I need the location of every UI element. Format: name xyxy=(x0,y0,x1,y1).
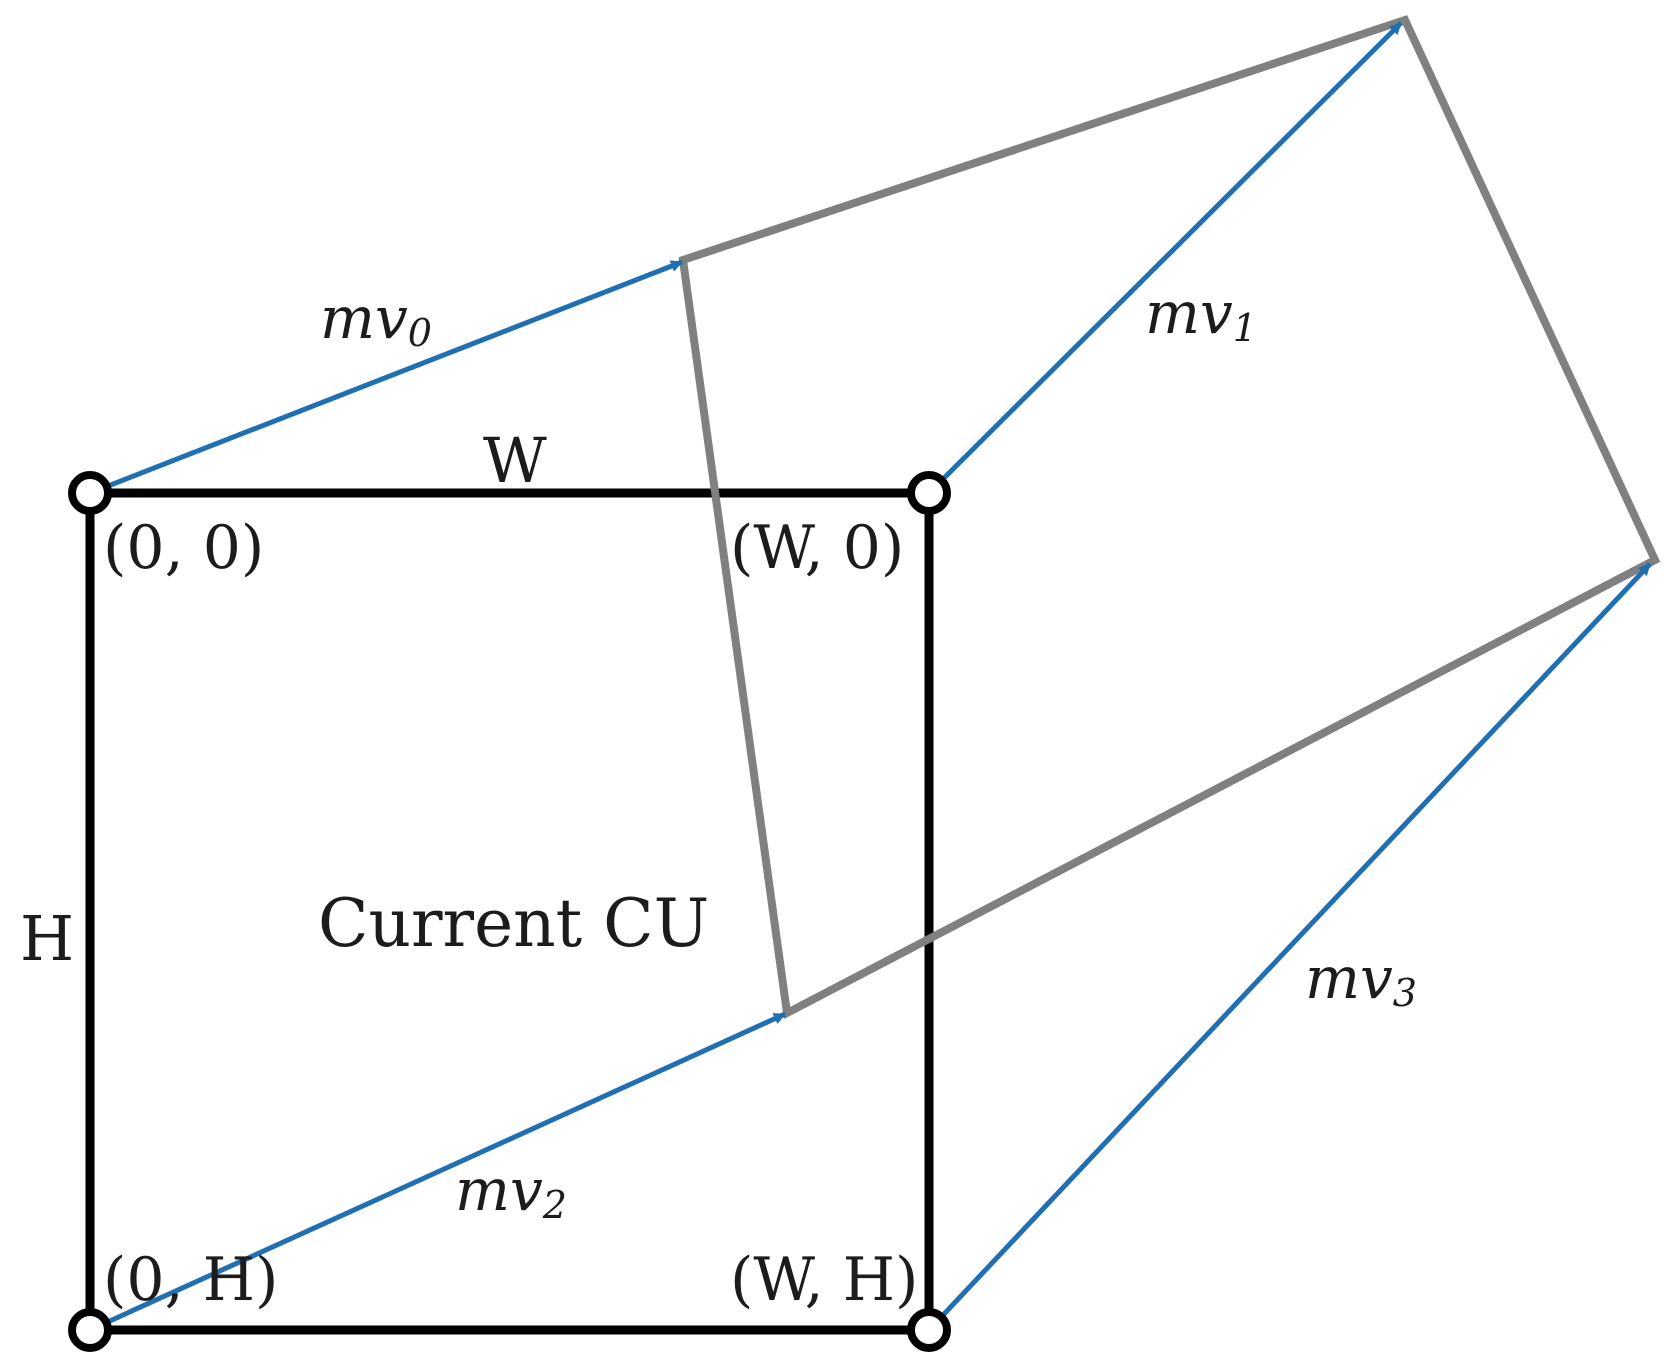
corner-point-0-0 xyxy=(68,471,112,515)
block-title: Current CU xyxy=(318,885,709,962)
corner-label-w-h: (W, H) xyxy=(730,1245,918,1315)
warped-block xyxy=(678,15,1661,1020)
mv2-arrow xyxy=(88,1011,787,1333)
corner-point-w-0 xyxy=(907,471,951,515)
mv3-arrow xyxy=(927,562,1652,1332)
mv1-label: mv1 xyxy=(1145,279,1257,350)
mv0-arrow xyxy=(89,259,683,496)
mv3-label: mv3 xyxy=(1305,944,1417,1015)
mv2-label: mv2 xyxy=(455,1156,567,1227)
corner-label-0-h: (0, H) xyxy=(103,1245,278,1315)
corner-label-w-0: (W, 0) xyxy=(730,513,904,583)
mv1-arrow xyxy=(927,21,1403,495)
height-label: H xyxy=(20,902,74,975)
corner-point-w-h xyxy=(907,1308,951,1352)
width-label: W xyxy=(483,424,547,497)
corner-label-0-0: (0, 0) xyxy=(103,513,264,583)
corner-point-0-h xyxy=(68,1308,112,1352)
mv0-label: mv0 xyxy=(320,284,432,355)
